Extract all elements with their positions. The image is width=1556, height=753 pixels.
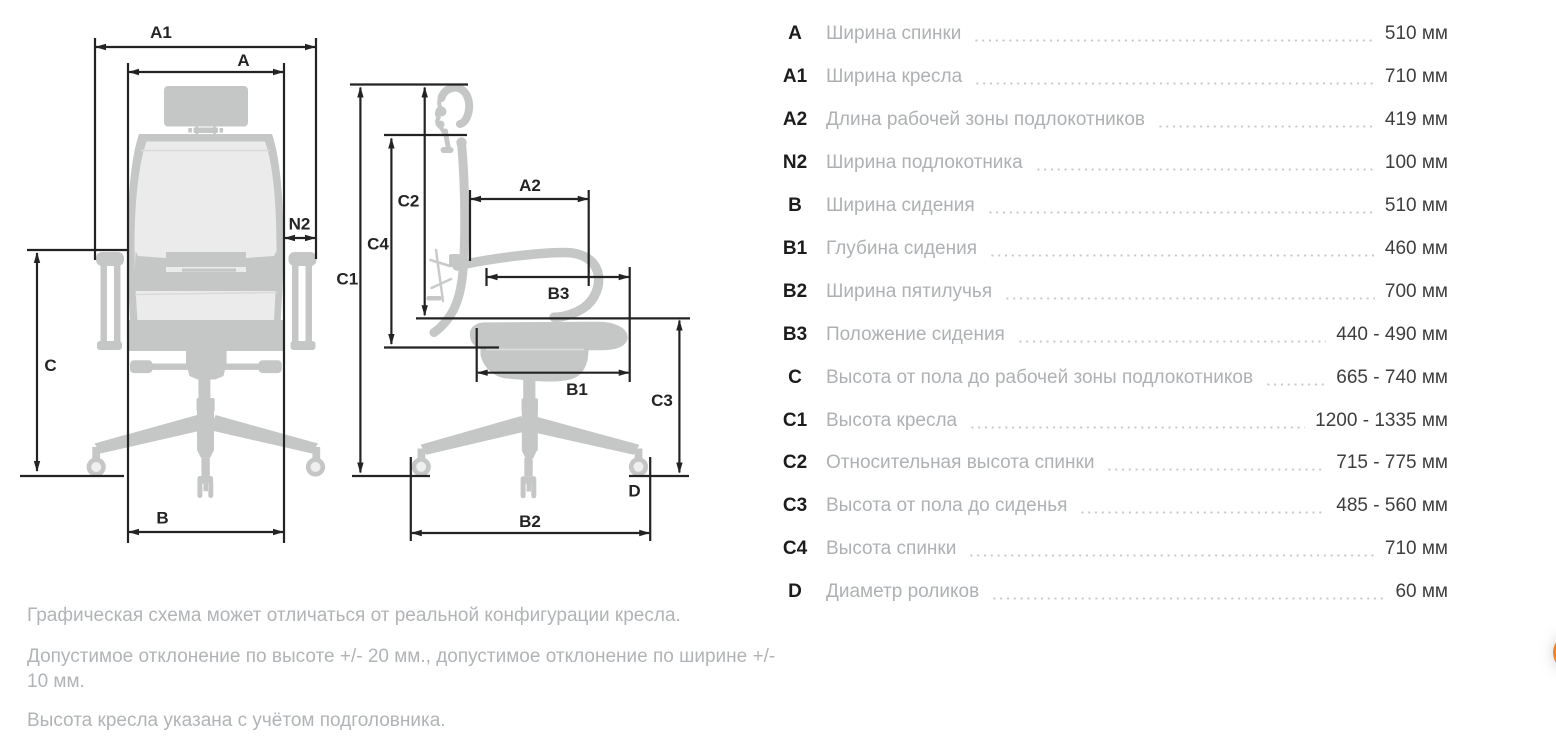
svg-text:D: D [628,482,640,501]
svg-text:B3: B3 [548,284,570,303]
svg-text:A2: A2 [519,176,541,195]
svg-text:C1: C1 [336,270,358,289]
svg-text:C: C [44,356,56,375]
svg-text:B2: B2 [519,512,541,531]
svg-text:B: B [156,509,168,528]
svg-text:C2: C2 [398,192,420,211]
svg-text:C4: C4 [367,235,389,254]
svg-text:B1: B1 [566,380,588,399]
svg-text:C3: C3 [651,391,673,410]
svg-text:A: A [237,51,249,70]
svg-text:N2: N2 [289,215,311,234]
svg-text:A1: A1 [150,23,172,42]
